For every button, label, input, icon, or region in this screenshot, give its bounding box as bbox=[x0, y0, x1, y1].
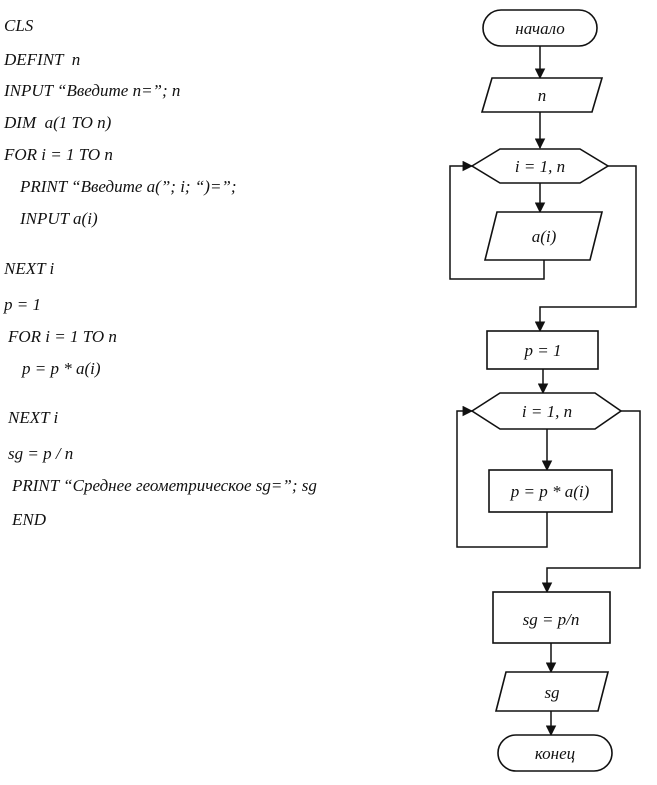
code-line-cls: CLS bbox=[4, 16, 34, 35]
code-line-next-2: NEXT i bbox=[8, 408, 59, 427]
output-sg-block: sg bbox=[494, 671, 610, 712]
loop2-return-line bbox=[456, 405, 548, 548]
input-n-block: n bbox=[480, 77, 604, 113]
code-line-p-multiply: p = p * a(i) bbox=[22, 359, 101, 378]
code-line-print-prompt: PRINT “Введите a(”; i; “)=”; bbox=[20, 177, 237, 196]
loop2-exit-line bbox=[541, 410, 641, 594]
code-line-sg: sg = p / n bbox=[8, 444, 74, 463]
loop1-return-line bbox=[449, 160, 545, 280]
compute-sg-block: sg = p/n bbox=[492, 591, 611, 644]
loop1-exit-line bbox=[534, 165, 637, 333]
start-label: начало bbox=[515, 19, 564, 38]
loop2-body-block: p = p * a(i) bbox=[488, 469, 613, 513]
loop1-header-label: i = 1, n bbox=[515, 157, 565, 176]
basic-code-listing: CLS DEFINT n INPUT “Введите n=”; n DIM a… bbox=[4, 16, 317, 529]
code-line-for-2: FOR i = 1 TO n bbox=[8, 327, 117, 346]
loop1-body-block: a(i) bbox=[483, 211, 604, 261]
end-label: конец bbox=[535, 744, 575, 763]
loop1-body-label: a(i) bbox=[532, 227, 557, 246]
compute-sg-label: sg = p/n bbox=[523, 610, 580, 629]
loop2-header-label: i = 1, n bbox=[522, 402, 572, 421]
code-line-input-n: INPUT “Введите n=”; n bbox=[4, 81, 181, 100]
start-terminator: начало bbox=[482, 9, 598, 47]
code-line-dim: DIM a(1 TO n) bbox=[4, 113, 112, 132]
loop1-header-block: i = 1, n bbox=[470, 148, 610, 184]
code-line-p-init: p = 1 bbox=[4, 295, 41, 314]
code-line-end: END bbox=[12, 510, 46, 529]
code-line-input-a: INPUT a(i) bbox=[20, 209, 98, 228]
assign-p-block: p = 1 bbox=[486, 330, 599, 370]
assign-p-label: p = 1 bbox=[524, 341, 562, 360]
input-n-label: n bbox=[538, 86, 547, 105]
loop2-body-label: p = p * a(i) bbox=[510, 482, 590, 501]
code-line-print-sg: PRINT “Среднее геометрическое sg=”; sg bbox=[12, 476, 317, 495]
end-terminator: конец bbox=[497, 734, 613, 772]
code-line-defint: DEFINT n bbox=[4, 50, 81, 69]
code-line-for-1: FOR i = 1 TO n bbox=[4, 145, 113, 164]
output-sg-label: sg bbox=[544, 683, 559, 702]
loop2-header-block: i = 1, n bbox=[470, 392, 623, 430]
code-line-next-1: NEXT i bbox=[4, 259, 55, 278]
